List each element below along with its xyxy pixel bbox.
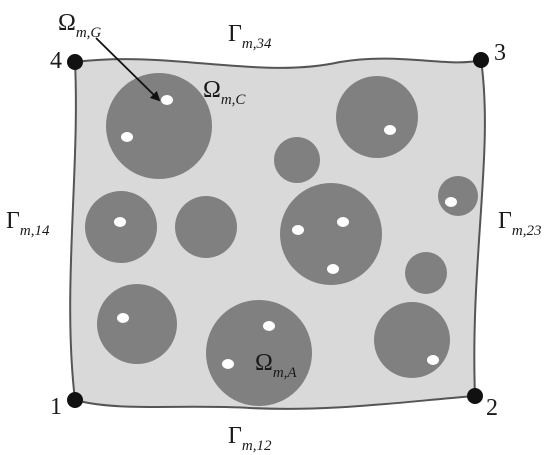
pore [427, 355, 439, 365]
inclusion [85, 191, 157, 263]
pointer-arrow [95, 37, 161, 102]
inclusion [405, 252, 447, 294]
inclusion [106, 73, 212, 179]
pore [292, 225, 304, 235]
pores [114, 95, 457, 369]
inclusion [336, 76, 418, 158]
label-omega-g: Ωm,G [58, 10, 101, 41]
pore [222, 359, 234, 369]
corner-label-4: 4 [50, 48, 62, 74]
pore [121, 132, 133, 142]
node-2 [467, 388, 483, 404]
pore [117, 313, 129, 323]
pore [445, 197, 457, 207]
pore [161, 95, 173, 105]
node-3 [473, 52, 489, 68]
inclusion [274, 137, 320, 183]
label-omega-a: Ωm,A [255, 350, 297, 381]
inclusion [206, 300, 312, 406]
label-gamma-14: Γm,14 [6, 208, 50, 239]
corner-label-2: 2 [486, 395, 498, 421]
inclusions [85, 73, 478, 406]
inclusion [280, 183, 382, 285]
pore [114, 217, 126, 227]
label-gamma-34: Γm,34 [228, 21, 272, 52]
inclusion [175, 196, 237, 258]
inclusion [374, 302, 450, 378]
label-gamma-23: Γm,23 [498, 208, 541, 239]
pore [384, 125, 396, 135]
pore [327, 264, 339, 274]
corner-label-1: 1 [50, 394, 62, 420]
label-gamma-12: Γm,12 [228, 423, 272, 454]
inclusion [438, 176, 478, 216]
pore [337, 217, 349, 227]
node-1 [67, 392, 83, 408]
pore [263, 321, 275, 331]
node-4 [67, 54, 83, 70]
inclusion [97, 284, 177, 364]
label-omega-c: Ωm,C [203, 77, 246, 108]
corner-nodes [67, 52, 489, 408]
corner-label-3: 3 [494, 40, 506, 66]
